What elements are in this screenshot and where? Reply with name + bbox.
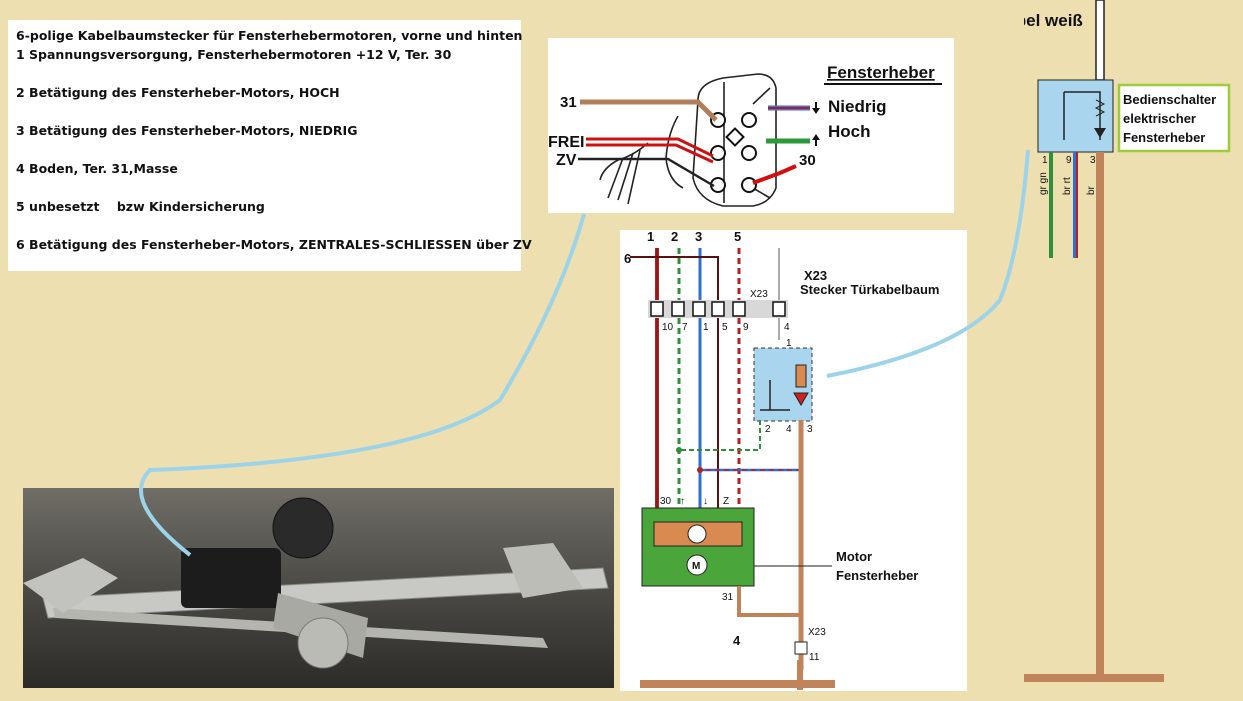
schematic-background: [620, 230, 967, 691]
wire-motor-ground: [737, 586, 801, 617]
wire-label-br-rt: br rt: [1062, 177, 1073, 195]
wire-zv: [578, 157, 715, 188]
wire-num-6: 6: [624, 251, 631, 266]
wire-frei-2: [586, 143, 714, 164]
switch-pin-3: 3: [1090, 155, 1096, 166]
switch-label-box: [1117, 83, 1231, 153]
arrow-up-head-icon: [812, 134, 820, 140]
motor-label-2: Fensterheber: [836, 568, 918, 583]
ground-num-4: 4: [733, 633, 741, 648]
pin-5-text: 5 unbesetzt: [16, 199, 100, 214]
wire-num-2: 2: [671, 230, 678, 244]
wire-30: [752, 164, 797, 185]
pin-4: 4: [784, 322, 790, 333]
pin-5: 5: [722, 322, 728, 333]
ground-connector: [794, 641, 808, 655]
switch-pin-3: 3: [807, 424, 813, 435]
switch-panel: Kabel weiß 1 9 3 Bedienschalter elektris…: [1024, 0, 1231, 682]
window-regulator-photo: [23, 488, 614, 688]
label-hoch: Hoch: [828, 122, 871, 141]
wire-label-br: br: [1086, 185, 1097, 195]
wire-switch-green: [679, 420, 761, 451]
pin-4-description: 4 Boden, Ter. 31,Masse: [16, 161, 178, 176]
motor-housing: [181, 548, 281, 608]
switch-label-1: Bedienschalter: [1123, 92, 1216, 107]
label-30: 30: [799, 152, 816, 169]
label-zv: ZV: [556, 152, 577, 169]
connector-title: Fensterheber: [827, 63, 935, 82]
pin-5-description: 5 unbesetzt bzw Kindersicherung: [16, 197, 513, 216]
switch-body: [1037, 79, 1114, 153]
motor-pin-z: Z: [723, 496, 729, 507]
pin-3-description: 3 Betätigung des Fensterheber-Motors, NI…: [16, 123, 358, 138]
pin-6-description: 6 Betätigung des Fensterheber-Motors, ZE…: [16, 237, 532, 252]
label-frei: FREI: [548, 134, 584, 151]
x23-connector-row: [648, 300, 788, 318]
switch-pin-4: 4: [786, 424, 792, 435]
x23-subtitle: Stecker Türkabelbaum: [800, 282, 939, 297]
motor-label-1: Motor: [836, 549, 872, 564]
pin-7: 7: [682, 322, 688, 333]
switch-pin-1: 1: [1042, 155, 1048, 166]
motor-pin-31: 31: [722, 592, 734, 603]
arrow-down-head-icon: [812, 108, 820, 114]
motor-pin-up: ↑: [680, 496, 685, 507]
pin-1-description: 1 Spannungsversorgung, Fensterhebermotor…: [16, 47, 452, 62]
switch-label-3: Fensterheber: [1123, 130, 1205, 145]
resistor-icon: [795, 364, 807, 388]
switch-pin-2: 2: [765, 424, 771, 435]
wire-31: [580, 99, 718, 122]
motor-switch-icon: [687, 524, 707, 544]
wire-num-3: 3: [695, 230, 702, 244]
switch-pin-9: 9: [1066, 155, 1072, 166]
resistor-icon: [1094, 99, 1106, 117]
pin-5-alt-text: bzw Kindersicherung: [116, 199, 265, 214]
motor-cap: [297, 617, 349, 669]
led-icon: [1094, 128, 1106, 138]
cable-label: Kabel weiß: [1024, 11, 1083, 30]
switch-top-pin: 1: [786, 338, 792, 349]
ground-x23: X23: [808, 627, 826, 638]
wire-num-1: 1: [647, 230, 654, 244]
wiring-schematic: 1 2 3 5 6 X23 X23 Stecker Türkabelbaum 1…: [620, 230, 967, 691]
led-icon: [793, 392, 809, 406]
ground-pin-11: 11: [809, 652, 820, 663]
motor-pin-down: ↓: [703, 496, 708, 507]
regulator-bracket-right: [503, 543, 583, 598]
pin-description-panel: 6-polige Kabelbaumstecker für Fensterheb…: [8, 20, 532, 271]
motor-pin-30: 30: [660, 496, 672, 507]
wire-6: [630, 256, 719, 510]
wire-label-gr-gn: gr gn: [1038, 172, 1049, 195]
wire-frei-1: [586, 137, 714, 158]
pin-list-header: 6-polige Kabelbaumstecker für Fensterheb…: [16, 28, 523, 43]
regulator-bracket-left: [23, 558, 118, 613]
x23-small: X23: [750, 289, 768, 300]
pin-9: 9: [743, 322, 749, 333]
wire-num-5: 5: [734, 230, 741, 244]
junction-red: [697, 467, 703, 473]
connector-diagram: Fensterheber 31 FREI ZV Niedrig Hoch 30: [548, 38, 954, 213]
pin-1: 1: [703, 322, 709, 333]
label-niedrig: Niedrig: [828, 97, 887, 116]
pin-2-description: 2 Betätigung des Fensterheber-Motors, HO…: [16, 85, 340, 100]
svg-text:M: M: [692, 561, 700, 572]
motor-gear: [272, 497, 334, 559]
junction-green: [676, 447, 682, 453]
motor-icon: [686, 554, 708, 576]
x23-title: X23: [804, 268, 827, 283]
switch-contact-icon: [760, 380, 790, 411]
white-cable: [1095, 0, 1105, 81]
pin-10: 10: [662, 322, 674, 333]
switch-circuit: [1063, 91, 1101, 140]
switch-label-2: elektrischer: [1123, 111, 1196, 126]
label-31: 31: [560, 94, 577, 111]
